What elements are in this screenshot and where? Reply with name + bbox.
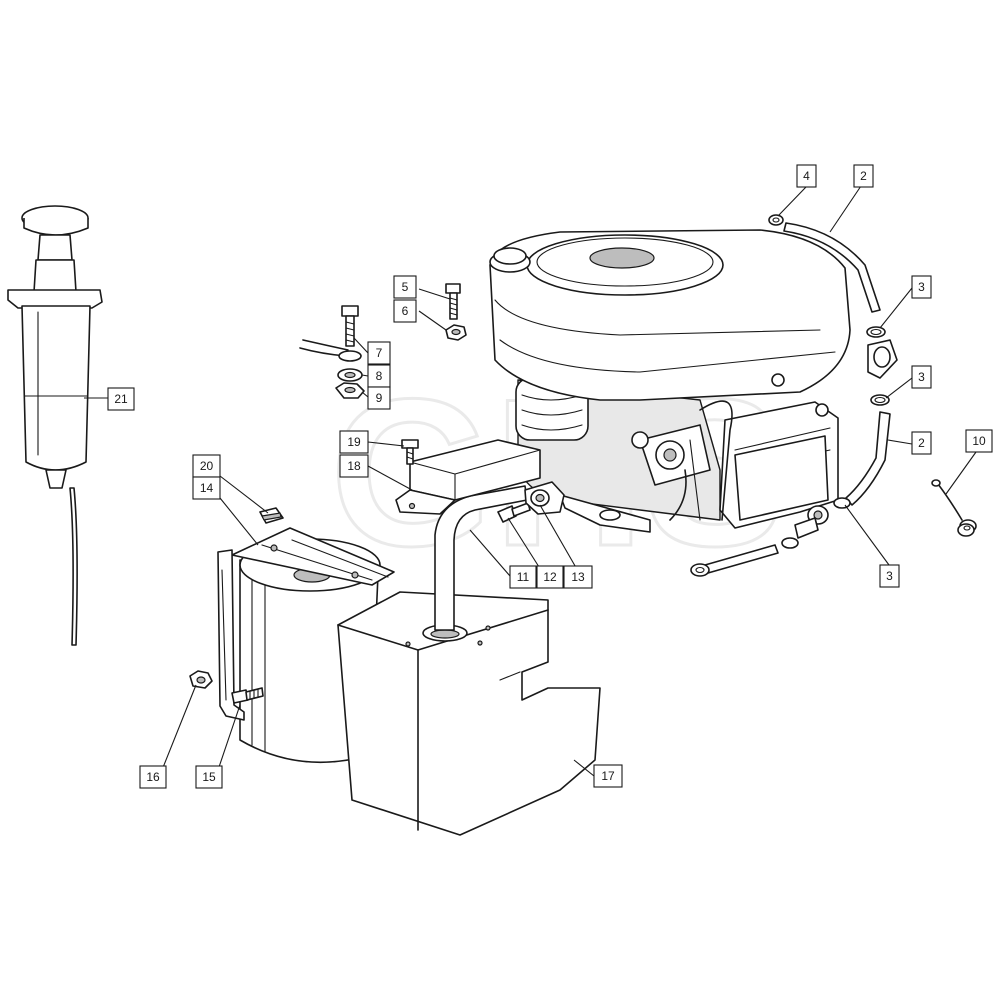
callout-labels: 4 2 5 6 3 7 8 9 3 21 19 2 10 18 20 14 11… bbox=[107, 164, 993, 789]
callout-3-lower[interactable]: 3 bbox=[879, 564, 900, 588]
svg-text:19: 19 bbox=[347, 435, 361, 449]
svg-text:13: 13 bbox=[571, 570, 585, 584]
svg-text:2: 2 bbox=[860, 169, 867, 183]
svg-text:2: 2 bbox=[918, 436, 925, 450]
callout-12[interactable]: 12 bbox=[536, 565, 564, 589]
callout-21[interactable]: 21 bbox=[107, 387, 135, 411]
svg-text:18: 18 bbox=[347, 459, 361, 473]
callout-20[interactable]: 20 bbox=[192, 454, 221, 478]
engine bbox=[489, 229, 851, 533]
svg-text:20: 20 bbox=[200, 459, 214, 473]
tank-cover bbox=[337, 591, 601, 836]
pipe-fittings bbox=[497, 481, 565, 523]
hose-clip-lower bbox=[833, 497, 851, 509]
svg-text:12: 12 bbox=[543, 570, 557, 584]
svg-text:9: 9 bbox=[376, 391, 383, 405]
svg-text:3: 3 bbox=[918, 280, 925, 294]
callout-17[interactable]: 17 bbox=[593, 764, 623, 788]
callout-2-upper[interactable]: 2 bbox=[853, 164, 874, 188]
callout-4[interactable]: 4 bbox=[796, 164, 817, 188]
svg-text:14: 14 bbox=[200, 481, 214, 495]
svg-text:11: 11 bbox=[517, 570, 530, 584]
callout-7[interactable]: 7 bbox=[367, 341, 391, 365]
callout-16[interactable]: 16 bbox=[139, 765, 167, 789]
svg-text:5: 5 bbox=[402, 280, 409, 294]
svg-text:6: 6 bbox=[402, 304, 409, 318]
svg-text:15: 15 bbox=[202, 770, 216, 784]
mount-bracket bbox=[395, 439, 541, 515]
callout-11[interactable]: 11 bbox=[509, 565, 537, 589]
callout-2-lower[interactable]: 2 bbox=[911, 431, 932, 455]
svg-text:21: 21 bbox=[114, 392, 128, 406]
hose-clip-mid bbox=[870, 394, 890, 406]
callout-6[interactable]: 6 bbox=[393, 299, 417, 323]
fuel-line-assembly bbox=[690, 214, 898, 577]
callout-19[interactable]: 19 bbox=[339, 430, 369, 454]
hose-clip bbox=[768, 214, 784, 226]
leader-lines bbox=[84, 182, 977, 777]
callout-14[interactable]: 14 bbox=[192, 476, 221, 500]
tank-bracket bbox=[217, 549, 245, 721]
bolt-washer-stack bbox=[299, 305, 365, 399]
svg-text:3: 3 bbox=[918, 370, 925, 384]
svg-text:8: 8 bbox=[376, 369, 383, 383]
svg-text:4: 4 bbox=[803, 169, 810, 183]
callout-10[interactable]: 10 bbox=[965, 429, 993, 453]
callout-9[interactable]: 9 bbox=[367, 386, 391, 410]
callout-15[interactable]: 15 bbox=[195, 765, 223, 789]
tank-strap bbox=[231, 527, 395, 586]
callout-5[interactable]: 5 bbox=[393, 275, 417, 299]
callout-18[interactable]: 18 bbox=[339, 454, 369, 478]
callout-3-mid[interactable]: 3 bbox=[911, 365, 932, 389]
svg-text:16: 16 bbox=[146, 770, 160, 784]
callout-13[interactable]: 13 bbox=[563, 565, 593, 589]
callout-3-top[interactable]: 3 bbox=[911, 275, 932, 299]
oil-syringe bbox=[7, 205, 103, 646]
bolt-and-nut bbox=[445, 283, 467, 341]
svg-text:7: 7 bbox=[376, 346, 383, 360]
svg-text:17: 17 bbox=[601, 769, 615, 783]
svg-text:10: 10 bbox=[972, 434, 986, 448]
fuel-hose-lower bbox=[845, 411, 891, 506]
hose-clip-top bbox=[866, 326, 886, 338]
callout-8[interactable]: 8 bbox=[367, 364, 391, 388]
fuel-hose-upper bbox=[783, 222, 881, 313]
ignition-lead bbox=[931, 479, 977, 537]
svg-text:3: 3 bbox=[886, 569, 893, 583]
